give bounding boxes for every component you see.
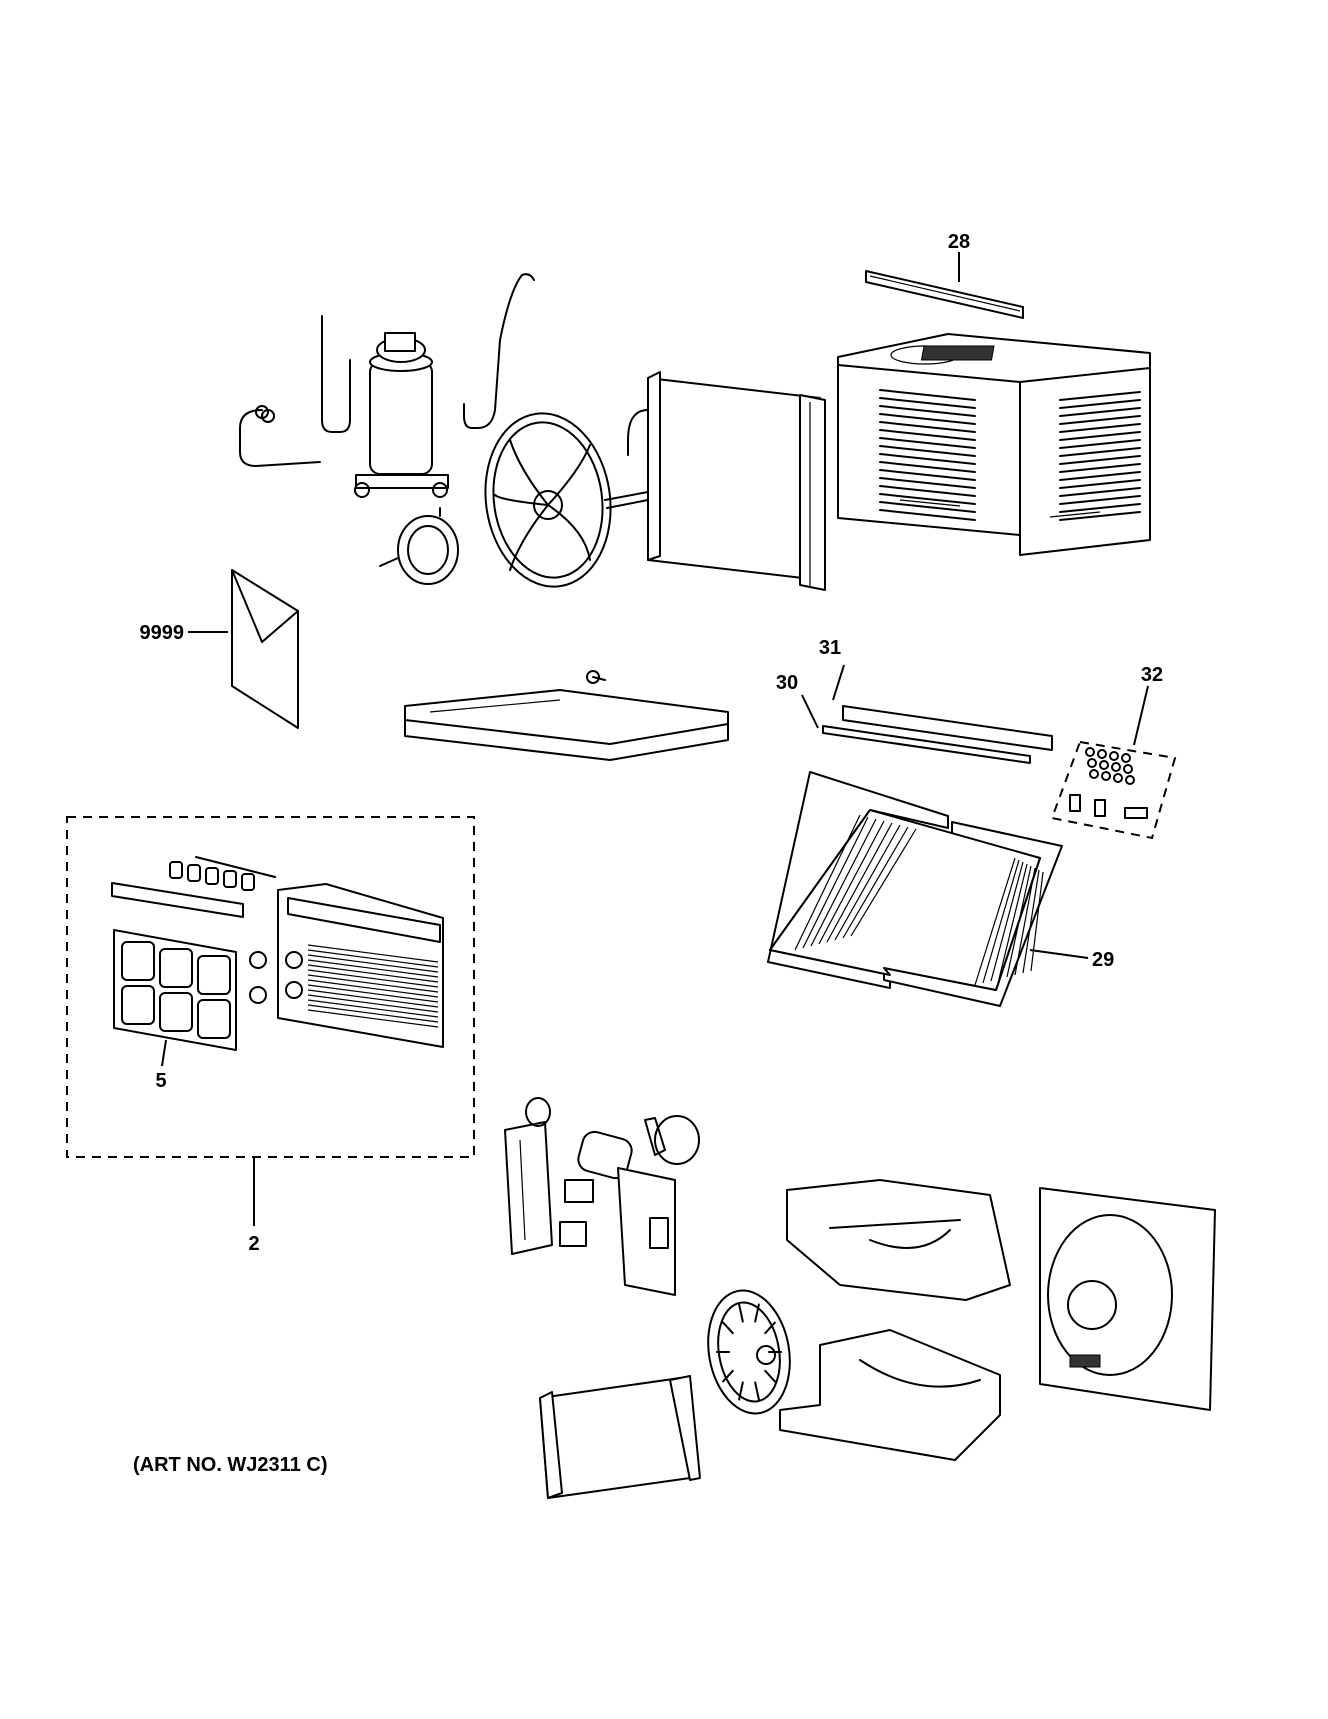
cabinet-louvers-left [879, 389, 976, 521]
capacitor [577, 1115, 700, 1180]
front-grille [277, 883, 444, 1048]
control-box [617, 1167, 676, 1296]
part-31-top-angle [832, 664, 1053, 751]
condenser-fan-shroud [484, 412, 649, 588]
cabinet-wrapper [837, 333, 1151, 556]
base-pan [404, 670, 729, 761]
condenser-coil [627, 371, 826, 591]
air-duct-scroll-upper [786, 1179, 1011, 1301]
curtain-accordion-ribs [794, 814, 1044, 986]
callout-31: 31 [819, 637, 841, 659]
callout-29: 29 [1092, 949, 1114, 971]
grille-clips [169, 861, 255, 891]
cabinet-louvers-right [1059, 391, 1141, 521]
air-duct-scroll-lower [779, 1329, 1001, 1461]
blower-wheel [707, 1289, 791, 1415]
part-28-top-rail [865, 252, 1024, 319]
part-9999-literature [188, 569, 299, 729]
part-29-side-curtains [767, 771, 1089, 1007]
control-bracket [504, 1097, 553, 1255]
compressor [354, 332, 449, 498]
evaporator-coil [539, 1375, 701, 1499]
refrigerant-tubing [239, 273, 535, 467]
blower-shroud [1039, 1187, 1216, 1411]
fan-motor [379, 507, 459, 585]
callout-32: 32 [1141, 664, 1163, 686]
hardware-screws [1085, 747, 1135, 785]
part-2-front-grille-assembly [66, 816, 475, 1226]
part-32-hardware-kit [1050, 685, 1177, 840]
callout-5: 5 [155, 1070, 166, 1092]
callout-2: 2 [248, 1233, 259, 1255]
callout-9999: 9999 [140, 622, 185, 644]
part-5-air-filter [113, 929, 237, 1067]
part-30-foam-seal [801, 694, 1031, 764]
switch-thermostat [559, 1179, 594, 1247]
callout-30: 30 [776, 672, 798, 694]
callout-28: 28 [948, 231, 970, 253]
art-number: (ART NO. WJ2311 C) [133, 1454, 327, 1476]
